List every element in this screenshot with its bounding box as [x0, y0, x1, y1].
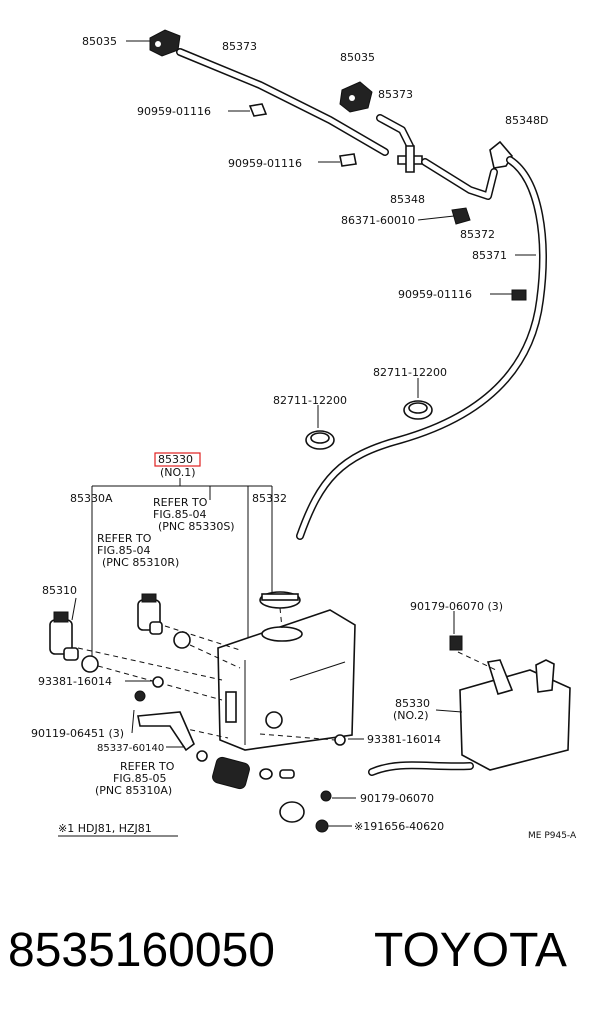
caption: 8535160050 TOYOTA: [8, 924, 567, 977]
label-85330-b: 85330: [395, 697, 430, 710]
hose-ring-lower: [279, 801, 305, 823]
label-refer1-line2: FIG.85-04: [153, 508, 207, 521]
pump-85310: [49, 611, 79, 661]
hose-85373-short: [376, 114, 414, 150]
label-90179-a: 90179-06070 (3): [410, 600, 503, 613]
label-refer1-line3: (PNC 85330S): [158, 520, 235, 533]
label-refer2-line2: FIG.85-04: [97, 544, 151, 557]
label-refer1-line1: REFER TO: [153, 496, 208, 509]
label-refer2-line3: (PNC 85310R): [102, 556, 179, 569]
label-refer2-line1: REFER TO: [97, 532, 152, 545]
clip-86371: [451, 207, 471, 225]
bolt-90179-b: [320, 790, 332, 802]
nozzle-85035-right: [339, 81, 373, 113]
bolt-91656: [315, 819, 329, 833]
tank2-dash: [457, 651, 497, 671]
label-85373-a: 85373: [222, 40, 257, 53]
clip-90959-b: [339, 153, 357, 167]
label-refer3-line2: FIG.85-05: [113, 772, 167, 785]
label-85337: 85337-60140: [97, 743, 164, 754]
label-93381-b: 93381-16014: [367, 733, 441, 746]
label-85330-no2: (NO.2): [393, 709, 429, 722]
bracket-85337: [137, 711, 195, 752]
label-leaders: [71, 40, 536, 827]
clip-90959-a: [248, 103, 268, 117]
label-85348d: 85348D: [505, 114, 548, 127]
label-85371: 85371: [472, 249, 507, 262]
label-85035-a: 85035: [82, 35, 117, 48]
label-footnote: ※1 HDJ81, HZJ81: [58, 822, 152, 835]
hose-85372: [421, 158, 498, 200]
label-86371: 86371-60010: [341, 214, 415, 227]
label-82711-b: 82711-12200: [373, 366, 447, 379]
label-93381-a: 93381-16014: [38, 675, 112, 688]
label-82711-a: 82711-12200: [273, 394, 347, 407]
caption-part-number: 8535160050: [8, 924, 275, 977]
label-85330-no1: (NO.1): [160, 466, 196, 479]
label-refer3-line3: (PNC 85310A): [95, 784, 172, 797]
t-joint-85348: [397, 145, 423, 173]
grommet-85330s: [173, 631, 191, 649]
part-labels: 85035 85373 85035 85373 90959-01116 8534…: [31, 35, 577, 841]
caption-brand: TOYOTA: [374, 924, 567, 977]
pump-85310r: [137, 593, 163, 635]
label-figure-code: ME P945-A: [528, 831, 577, 841]
label-90959-c: 90959-01116: [398, 288, 472, 301]
grommet-85330a: [81, 655, 99, 673]
nozzle-85035-left: [149, 29, 181, 57]
elbow-85348d: [489, 140, 513, 169]
hose-85373-top: [176, 48, 389, 156]
label-90179-b: 90179-06070: [360, 792, 434, 805]
label-85330: 85330: [158, 453, 193, 466]
label-85310: 85310: [42, 584, 77, 597]
label-85372: 85372: [460, 228, 495, 241]
cap-85332: [259, 591, 301, 609]
washer-tank-no2: [368, 659, 571, 776]
label-85348: 85348: [390, 193, 425, 206]
clamp-82711-a: [305, 430, 335, 450]
nut-90179-a: [449, 635, 463, 651]
label-85373-b: 85373: [378, 88, 413, 101]
grommet-93381-a: [152, 676, 164, 688]
label-90959-b: 90959-01116: [228, 157, 302, 170]
label-85035-b: 85035: [340, 51, 375, 64]
grommet-93381-b: [334, 734, 346, 746]
highlight-85330: [154, 452, 201, 467]
pump-85310a: [196, 750, 295, 790]
hose-85371-long: [296, 156, 547, 540]
bolt-90119: [134, 690, 146, 702]
washer-tank-no1: [217, 609, 356, 751]
label-85332: 85332: [252, 492, 287, 505]
label-91656: ※191656-40620: [354, 820, 444, 833]
label-85330a: 85330A: [70, 492, 113, 505]
clip-90959-c: [511, 289, 527, 301]
label-refer3-line1: REFER TO: [120, 760, 175, 773]
label-90959-a: 90959-01116: [137, 105, 211, 118]
clamp-82711-b: [403, 400, 433, 420]
label-90119: 90119-06451 (3): [31, 727, 124, 740]
